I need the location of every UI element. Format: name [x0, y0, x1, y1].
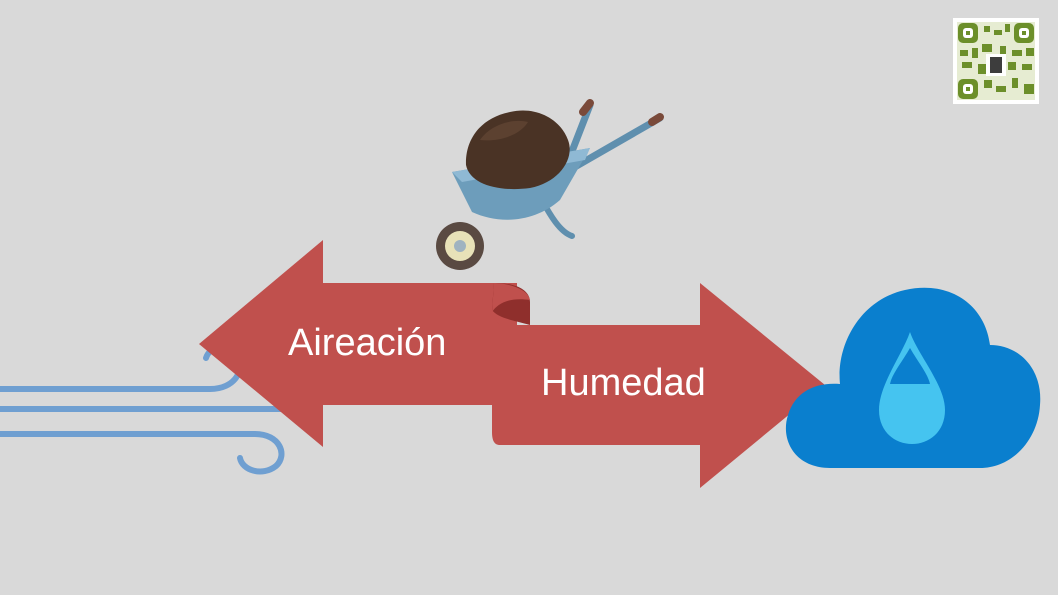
- ribbon-curl: [492, 283, 530, 312]
- wheelbarrow-icon: [436, 99, 664, 270]
- aireacion-label: Aireación: [288, 322, 447, 364]
- right-arrow: [492, 283, 825, 488]
- left-arrow: [199, 240, 517, 447]
- qr-code-icon: [953, 18, 1039, 104]
- cloud-drop-icon: [785, 287, 1041, 468]
- humedad-label: Humedad: [541, 362, 706, 404]
